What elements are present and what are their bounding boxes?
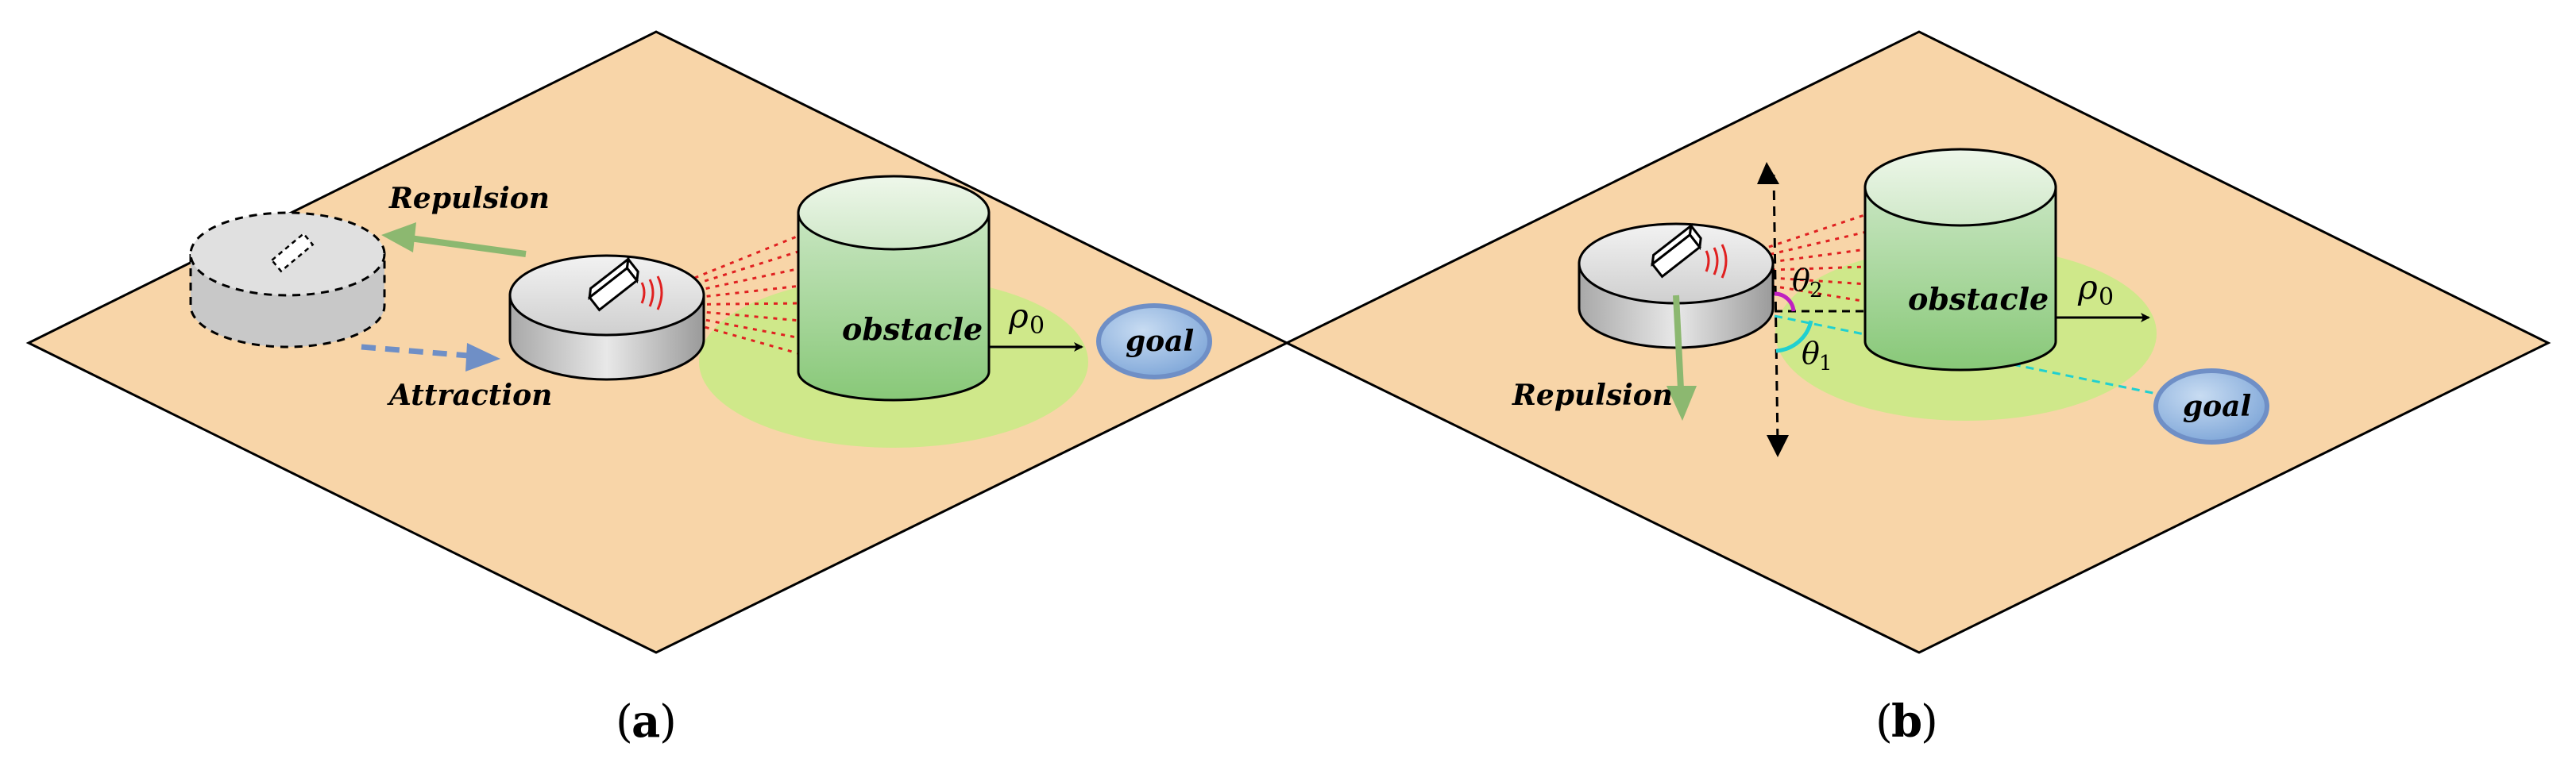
goal-label-b: goal: [2183, 390, 2251, 423]
ghost-robot: [189, 211, 386, 348]
sensor-wave-a: [640, 275, 663, 310]
normal-axis-head-down: [1767, 435, 1789, 457]
attraction-label-a: Attraction: [387, 379, 552, 412]
panel-b: Repulsion θ 2 θ 1 obstacle ρ 0 goal ( b …: [1284, 30, 2551, 748]
caption-b-close: ): [1921, 696, 1938, 748]
goal-label-a: goal: [1126, 325, 1194, 358]
goal-a: [1096, 303, 1212, 379]
theta1-label: θ: [1802, 336, 1820, 371]
sensor-rays-a: [658, 233, 801, 356]
caption-b: b: [1891, 695, 1922, 748]
rho-sub-b: 0: [2099, 283, 2114, 311]
normal-axis-b: [1772, 174, 1779, 445]
attraction-arrow-a: [361, 343, 500, 372]
sensor-icon-a: [588, 256, 639, 312]
theta2-arc: [1774, 291, 1796, 312]
theta2-label: θ: [1792, 263, 1810, 298]
obstacle-label-b: obstacle: [1908, 281, 2049, 317]
sensor-icon-b: [1651, 222, 1702, 279]
caption-b-open: (: [1875, 696, 1893, 748]
rho-sub-a: 0: [1029, 312, 1045, 340]
rho-label-b: ρ: [2077, 268, 2098, 306]
theta2-sub: 2: [1809, 279, 1823, 302]
rho-label-a: ρ: [1008, 296, 1029, 335]
caption-a-open: (: [616, 696, 633, 748]
repulsion-arrow-b: [1666, 295, 1697, 421]
panel-a: Repulsion Attraction: [25, 30, 1290, 748]
goal-b: [2153, 368, 2269, 445]
sensor-wave-b: [1705, 244, 1728, 279]
repulsion-label-a: Repulsion: [388, 182, 550, 215]
caption-a: a: [631, 695, 660, 748]
theta1-sub: 1: [1819, 352, 1833, 375]
obstacle-b: [1863, 148, 2057, 372]
obstacle-label-a: obstacle: [842, 311, 983, 347]
normal-axis-head-up: [1757, 162, 1779, 184]
robot-a: [508, 254, 705, 381]
sensor-rays-b: [1723, 213, 1867, 303]
theta1-arc: [1775, 320, 1813, 353]
repulsion-arrow-a: [381, 222, 527, 257]
caption-a-close: ): [659, 696, 677, 748]
repulsion-label-b: Repulsion: [1512, 379, 1673, 412]
obstacle-a: [797, 175, 991, 402]
